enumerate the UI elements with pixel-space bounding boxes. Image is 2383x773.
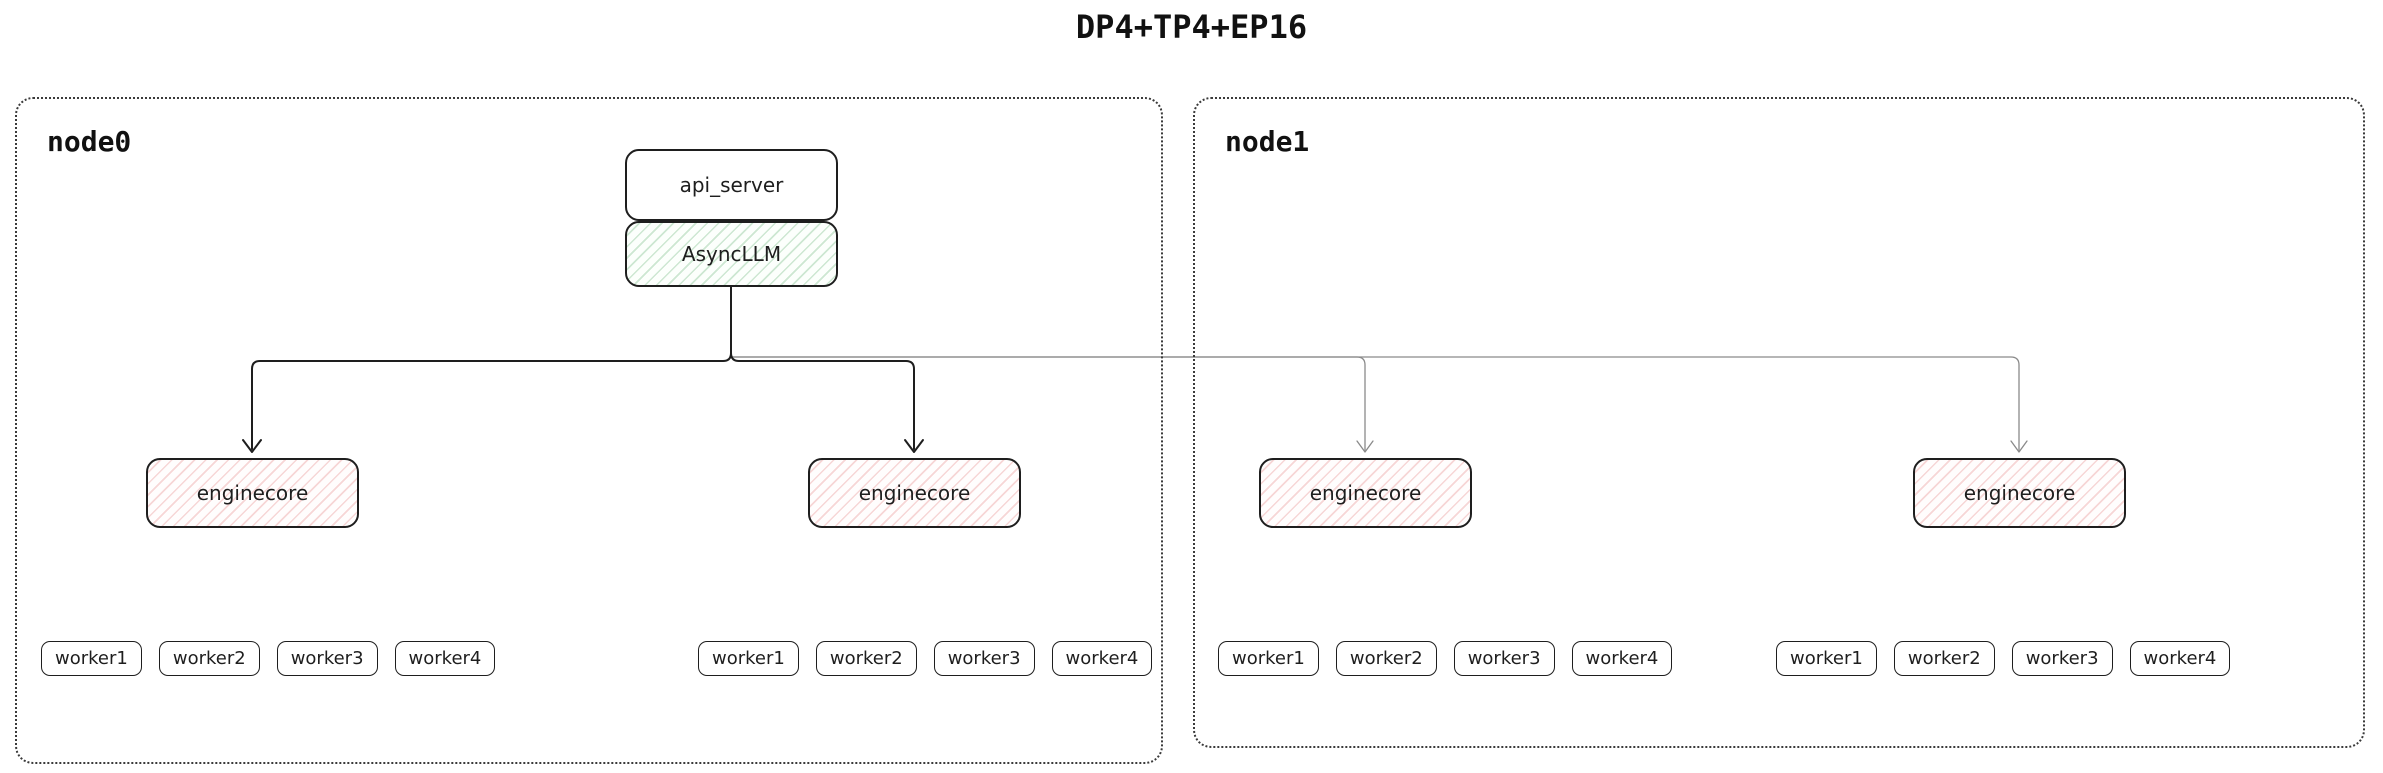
worker-group-4: worker1 worker2 worker3 worker4: [1776, 641, 2231, 676]
enginecore-label-1: enginecore: [196, 481, 309, 505]
enginecore-label-2: enginecore: [858, 481, 971, 505]
worker-group-3: worker1 worker2 worker3 worker4: [1218, 641, 1673, 676]
worker-group-1: worker1 worker2 worker3 worker4: [41, 641, 496, 676]
async-llm-label: AsyncLLM: [681, 242, 782, 266]
worker-box: worker2: [815, 641, 917, 676]
node0-container: node0: [15, 97, 1163, 764]
worker-box: worker4: [1051, 641, 1153, 676]
enginecore-box-2: enginecore: [808, 458, 1021, 528]
enginecore-label-4: enginecore: [1963, 481, 2076, 505]
enginecore-box-1: enginecore: [146, 458, 359, 528]
worker-box: worker4: [2129, 641, 2231, 676]
worker-box: worker4: [394, 641, 496, 676]
enginecore-box-4: enginecore: [1913, 458, 2126, 528]
worker-box: worker1: [41, 641, 142, 676]
worker-box: worker1: [698, 641, 799, 676]
worker-group-2: worker1 worker2 worker3 worker4: [698, 641, 1153, 676]
node0-label: node0: [47, 125, 132, 158]
async-llm-box: AsyncLLM: [625, 221, 838, 287]
worker-box: worker2: [1893, 641, 1995, 676]
api-server-label: api_server: [679, 173, 784, 197]
worker-box: worker1: [1776, 641, 1877, 676]
worker-box: worker2: [158, 641, 260, 676]
worker-box: worker4: [1571, 641, 1673, 676]
worker-box: worker1: [1218, 641, 1319, 676]
worker-box: worker3: [276, 641, 378, 676]
diagram-title: DP4+TP4+EP16: [1075, 8, 1308, 46]
enginecore-label-3: enginecore: [1309, 481, 1422, 505]
api-server-box: api_server: [625, 149, 838, 221]
node1-label: node1: [1225, 125, 1310, 158]
enginecore-box-3: enginecore: [1259, 458, 1472, 528]
node1-container: node1: [1193, 97, 2365, 748]
worker-box: worker2: [1335, 641, 1437, 676]
worker-box: worker3: [933, 641, 1035, 676]
worker-box: worker3: [1453, 641, 1555, 676]
worker-box: worker3: [2011, 641, 2113, 676]
